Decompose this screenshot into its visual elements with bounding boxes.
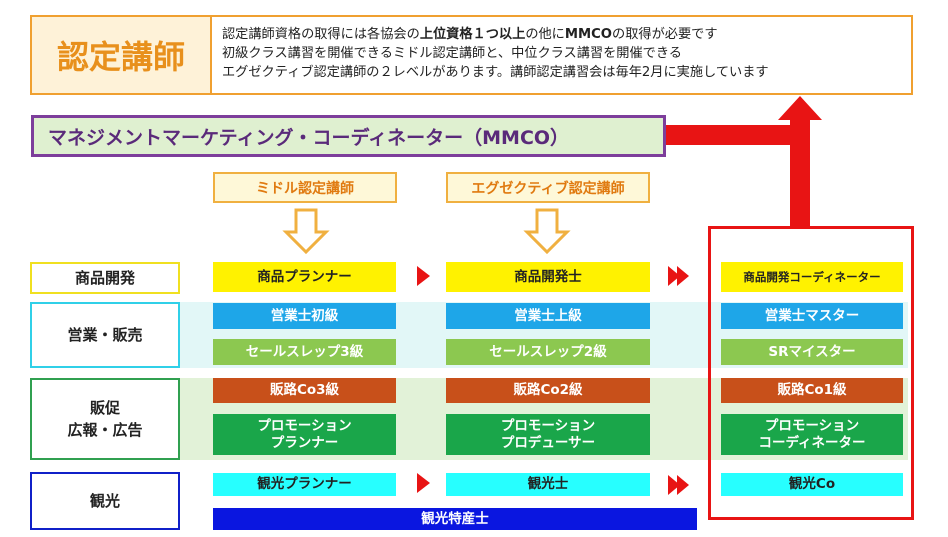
double-arrow-icon bbox=[668, 266, 689, 286]
category-product: 商品開発 bbox=[30, 262, 180, 294]
cell-sr-meister: SRマイスター bbox=[721, 339, 903, 365]
cell-salesrep-2: セールスレップ2級 bbox=[446, 339, 650, 365]
top-level-frame bbox=[708, 226, 914, 520]
cell-promotion-coordinator: プロモーション コーディネーター bbox=[721, 414, 903, 455]
cell-product-developer: 商品開発士 bbox=[446, 262, 650, 292]
cell-salesrep-3: セールスレップ3級 bbox=[213, 339, 396, 365]
cell-text-line-2: プランナー bbox=[270, 434, 339, 451]
arrow-icon bbox=[417, 473, 430, 493]
cell-text-line-2: コーディネーター bbox=[758, 434, 866, 451]
cell-tourism-planner: 観光プランナー bbox=[213, 473, 396, 496]
description-line-3: エグゼクティブ認定講師の２レベルがあります。講師認定講習会は毎年2月に実施してい… bbox=[222, 65, 769, 80]
category-promo-line-1: 販促 bbox=[89, 399, 120, 417]
cell-text-line-1: プロモーション bbox=[764, 417, 860, 434]
level-middle: ミドル認定講師 bbox=[213, 172, 397, 203]
down-arrow-icon-middle bbox=[282, 208, 330, 255]
cell-promotion-producer: プロモーション プロデューサー bbox=[446, 414, 650, 455]
cell-channel-co2: 販路Co2級 bbox=[446, 378, 650, 403]
cell-promotion-planner: プロモーション プランナー bbox=[213, 414, 396, 455]
red-connector-vertical bbox=[790, 120, 810, 226]
cell-sales-beginner: 営業士初級 bbox=[213, 303, 396, 329]
category-sales: 営業・販売 bbox=[30, 302, 180, 368]
level-executive: エグゼクティブ認定講師 bbox=[446, 172, 650, 203]
cell-product-planner: 商品プランナー bbox=[213, 262, 396, 292]
cell-channel-co1: 販路Co1級 bbox=[721, 378, 903, 403]
red-connector-bar bbox=[666, 125, 808, 145]
double-arrow-icon bbox=[668, 475, 689, 495]
category-tourism: 観光 bbox=[30, 472, 180, 530]
mmco-bar: マネジメントマーケティング・コーディネーター（MMCO） bbox=[31, 115, 666, 157]
cell-text-line-1: プロモーション bbox=[500, 417, 596, 434]
description-line-1: 認定講師資格の取得には各協会の上位資格１つ以上の他にMMCOの取得が必要です bbox=[222, 27, 718, 42]
cell-text-line-1: プロモーション bbox=[257, 417, 352, 434]
description-line-2: 初級クラス講習を開催できるミドル認定講師と、中位クラス講習を開催できる bbox=[222, 46, 682, 61]
category-promo-line-2: 広報・広告 bbox=[67, 421, 143, 439]
cell-sales-advanced: 営業士上級 bbox=[446, 303, 650, 329]
page-title: 認定講師 bbox=[30, 15, 212, 95]
category-promo: 販促 広報・広告 bbox=[30, 378, 180, 460]
cell-tourism-specialty: 観光特産士 bbox=[213, 508, 697, 530]
arrow-icon bbox=[417, 266, 430, 286]
description-box: 認定講師資格の取得には各協会の上位資格１つ以上の他にMMCOの取得が必要です 初… bbox=[210, 15, 913, 95]
cell-tourism-co: 観光Co bbox=[721, 473, 903, 496]
cell-sales-master: 営業士マスター bbox=[721, 303, 903, 329]
cell-product-coordinator: 商品開発コーディネーター bbox=[721, 262, 903, 292]
red-up-arrow-icon bbox=[778, 96, 822, 120]
cell-text-line-2: プロデューサー bbox=[500, 434, 596, 451]
cell-tourism-specialist: 観光士 bbox=[446, 473, 650, 496]
down-arrow-icon-executive bbox=[523, 208, 571, 255]
cell-channel-co3: 販路Co3級 bbox=[213, 378, 396, 403]
